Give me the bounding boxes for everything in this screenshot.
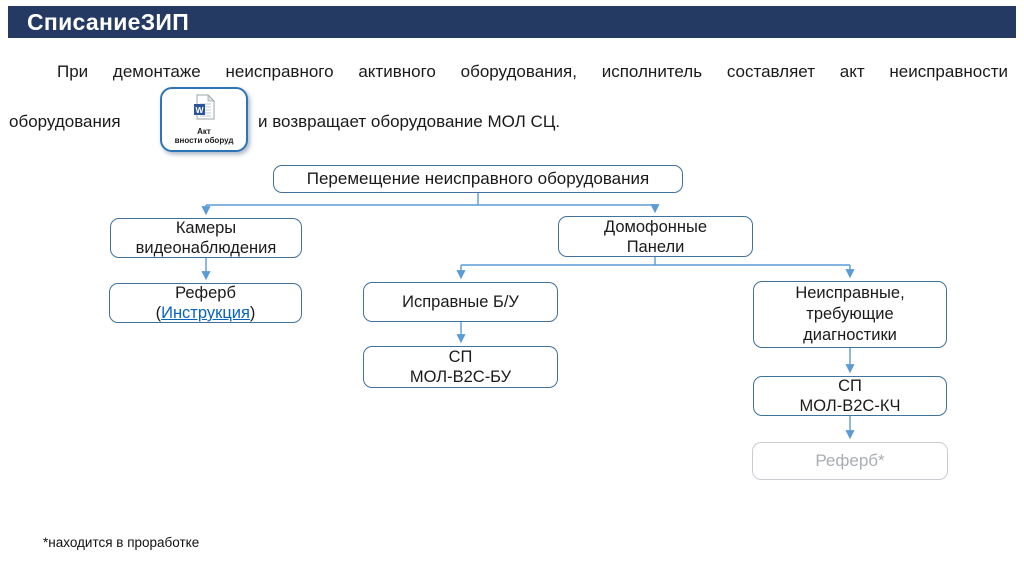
node-refurb-planned: Реферб* (752, 442, 948, 480)
node-label-line: видеонаблюдения (135, 239, 277, 257)
embedded-doc-object[interactable]: W Акт вности оборуд (160, 87, 248, 152)
node-faulty-needs-diagnostics: Неисправные, требующие диагностики (753, 281, 947, 348)
attachment-caption-line1: Акт (197, 127, 211, 136)
node-move-faulty-equipment: Перемещение неисправного оборудования (273, 165, 683, 193)
node-label-line: Неисправные, (795, 284, 905, 302)
instruction-link[interactable]: Инструкция (161, 304, 250, 322)
node-label-line: Панели (626, 237, 685, 256)
node-label-line: Камеры (175, 219, 237, 237)
node-label-line: Домофонные (603, 217, 708, 236)
paren-close: ) (249, 304, 256, 322)
node-label: Исправные Б/У (402, 293, 519, 311)
node-label: Перемещение неисправного оборудования (306, 169, 650, 188)
slide-header-bar: СписаниеЗИП (8, 6, 1016, 38)
svg-text:W: W (195, 105, 204, 115)
paragraph-line-2-start: оборудования (9, 112, 121, 131)
node-label-line: СП (448, 348, 473, 366)
node-sp-mol-v2s-bu: СП МОЛ-В2С-БУ (363, 346, 558, 388)
node-cctv-cameras: Камеры видеонаблюдения (110, 218, 302, 258)
node-refurb-instruction: Реферб (Инструкция) (109, 283, 302, 323)
node-label-line: МОЛ-В2С-КЧ (799, 397, 901, 415)
word-document-icon: W (193, 94, 215, 125)
page-title: СписаниеЗИП (27, 8, 190, 35)
attachment-caption-line2: вности оборуд (174, 136, 234, 145)
node-working-used: Исправные Б/У (363, 282, 558, 322)
node-label: Реферб* (815, 451, 885, 470)
footnote: *находится в проработке (43, 535, 200, 550)
paragraph-line-2-end: и возвращает оборудование МОЛ СЦ. (258, 112, 561, 131)
node-label-line: МОЛ-В2С-БУ (409, 368, 512, 386)
node-label-line: требующие (806, 305, 894, 323)
node-intercom-panels: Домофонные Панели (558, 216, 753, 257)
paren-open: ( (155, 304, 162, 322)
node-label-line: СП (838, 377, 862, 395)
node-label-line: (Инструкция) (156, 303, 256, 323)
node-label-line: Реферб (175, 284, 236, 302)
paragraph-line-1: При демонтаже неисправного активного обо… (57, 62, 1008, 81)
node-label-line: диагностики (803, 326, 897, 344)
node-sp-mol-v2s-kch: СП МОЛ-В2С-КЧ (753, 376, 947, 416)
